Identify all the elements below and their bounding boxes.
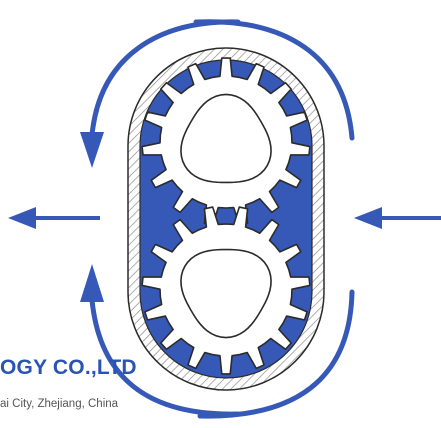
gear-bore xyxy=(180,248,272,339)
curved-arrow-left-icon xyxy=(80,264,241,417)
curved-arrow-right-icon xyxy=(197,289,355,419)
company-name: OGY CO.,LTD xyxy=(0,356,137,379)
inlet-arrow-icon xyxy=(354,207,441,229)
driving-gear-icon xyxy=(141,57,311,226)
curved-arrow-right-icon xyxy=(193,19,355,141)
gear-bore xyxy=(180,93,272,184)
driven-gear-icon xyxy=(141,206,311,375)
company-address: ai City, Zhejiang, China xyxy=(0,398,119,410)
outlet-arrow-icon xyxy=(8,207,100,229)
